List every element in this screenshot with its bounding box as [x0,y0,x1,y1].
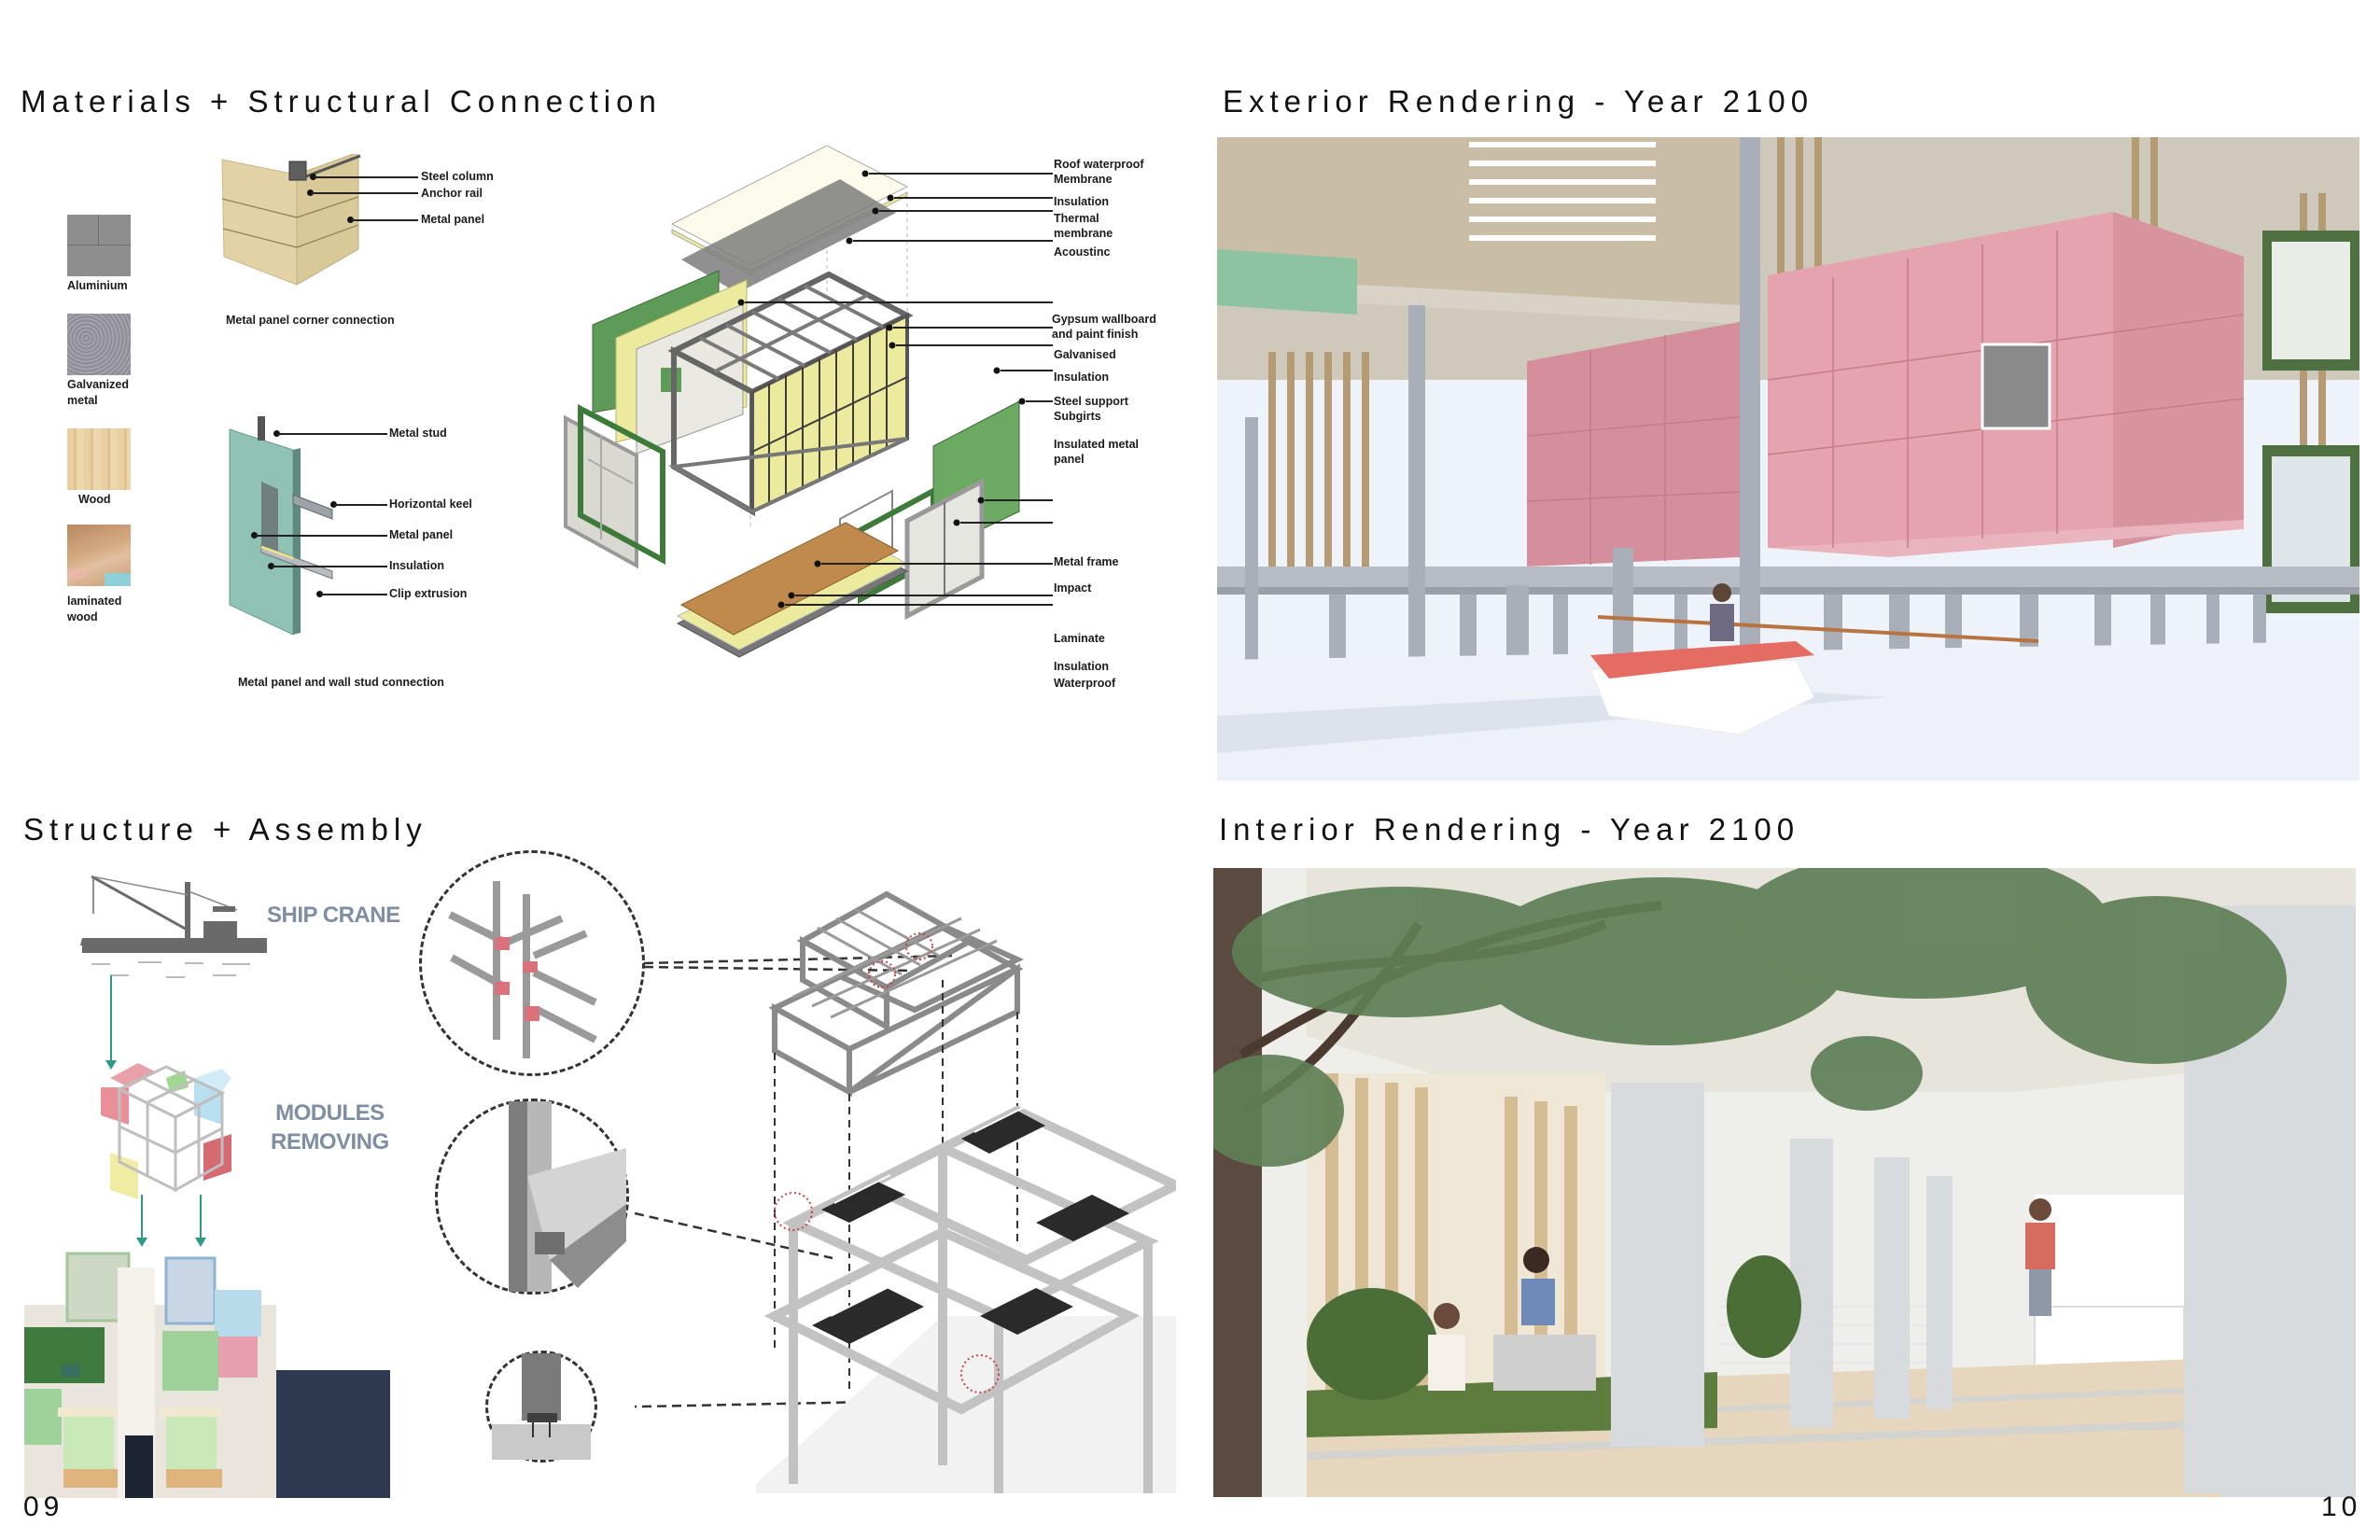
stud-label-horizontal-keel: Horizontal keel [389,497,472,511]
axon-label-insulation-1: Insulation [1054,195,1110,208]
corner-label-metal-panel: Metal panel [421,213,485,226]
materials-section-title: Materials + Structural Connection [21,84,662,119]
exterior-section-title: Exterior Rendering - Year 2100 [1223,84,1814,119]
axon-label-acoustic: Acoustinc [1054,245,1111,259]
axon-label-insulation-3: Insulation [1054,660,1110,673]
arrow-head-icon [136,1238,147,1247]
laminated-wood-swatch [67,525,131,586]
wood-swatch [67,428,131,490]
stud-label-metal-panel: Metal panel [389,528,454,541]
corner-connection-caption: Metal panel corner connection [226,314,395,327]
stud-label-metal-stud: Metal stud [389,427,447,440]
arrow-head-icon [195,1238,206,1247]
galvanized-metal-swatch [67,314,131,375]
joint-detail-circle-bottom [485,1351,597,1463]
stud-panel-illustration [229,416,333,636]
arrow-modules-to-building-1 [141,1195,143,1241]
corner-label-steel-column: Steel column [421,170,494,183]
corner-label-anchor-rail: Anchor rail [421,187,483,200]
arrow-modules-to-building-2 [200,1195,202,1241]
joint-detail-circle-top [419,850,645,1076]
galvanized-metal-label: Galvanized metal [67,378,129,407]
structure-section-title: Structure + Assembly [23,812,427,847]
ship-crane-label: SHIP CRANE [267,903,400,928]
axon-label-impact: Impact [1054,581,1092,595]
interior-rendering-image [1213,868,2356,1497]
floating-building-photo [24,1249,390,1498]
joint-detail-circle-middle [435,1099,629,1295]
exterior-rendering-image [1217,137,2359,781]
page-number-left: 09 [23,1491,64,1522]
stud-label-clip-extrusion: Clip extrusion [389,587,468,600]
ship-crane-icon [80,875,267,978]
axon-label-galvanised: Galvanised [1054,348,1116,361]
arrow-head-icon [105,1060,117,1070]
page-number-right: 10 [2321,1491,2362,1522]
modules-cube-icon [101,1063,231,1199]
structure-axonometric-diagram [756,890,1176,1493]
interior-section-title: Interior Rendering - Year 2100 [1219,812,1800,847]
axon-label-metal-frame: Metal frame [1054,555,1119,568]
axon-label-laminate: Laminate [1054,632,1105,645]
modules-removing-label: MODULES REMOVING [271,1100,389,1155]
stud-connection-caption: Metal panel and wall stud connection [238,676,444,689]
stud-label-insulation: Insulation [389,559,445,572]
exploded-module-illustration [564,145,1026,658]
axon-label-insulation-2: Insulation [1054,371,1110,384]
axon-label-waterproof: Waterproof [1054,677,1116,690]
laminated-wood-label: laminated wood [67,595,122,623]
aluminium-swatch [67,215,131,276]
wood-label: Wood [78,493,111,506]
arrow-crane-to-modules [110,975,112,1064]
aluminium-label: Aluminium [67,279,128,292]
corner-panel-illustration [221,154,361,286]
